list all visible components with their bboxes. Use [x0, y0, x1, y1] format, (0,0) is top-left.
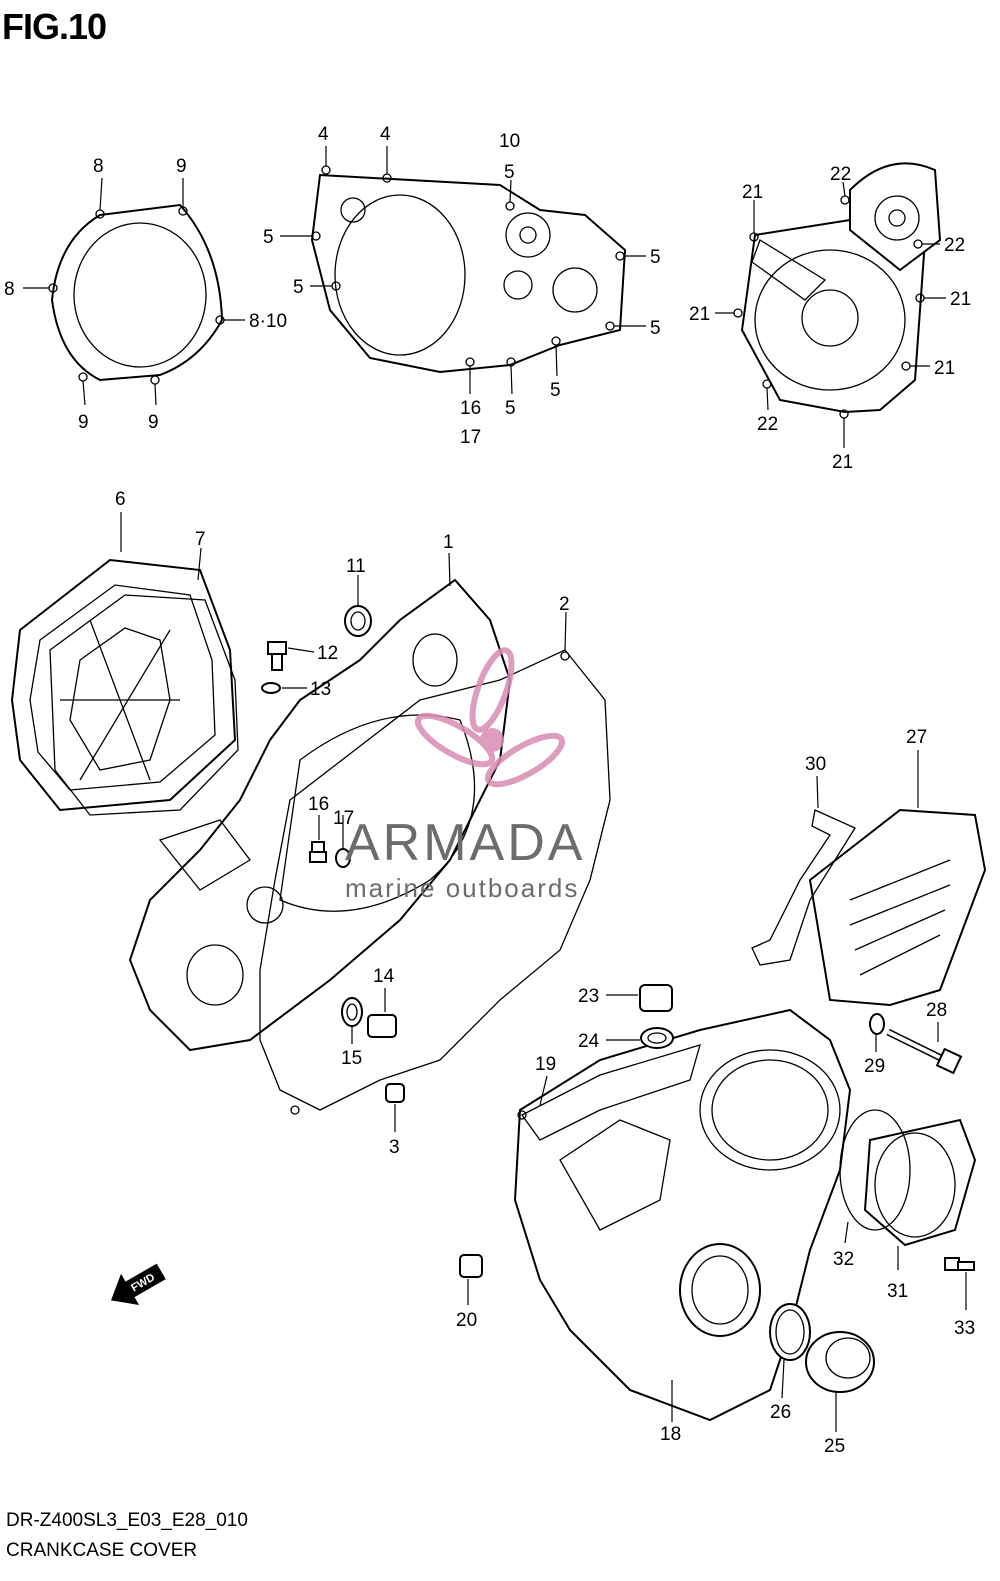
callout-13: 13 [310, 679, 331, 700]
callout-14: 14 [373, 966, 395, 987]
callout-5: 5 [650, 247, 661, 268]
crankcase-gasket-outline-view [310, 165, 627, 374]
bolt-part-28 [886, 1028, 963, 1075]
oil-seal-part-11 [344, 605, 372, 637]
callout-5: 5 [293, 277, 304, 298]
o-ring-part-26 [769, 1303, 811, 1361]
callout-19: 19 [535, 1054, 556, 1075]
washer-part-29 [869, 1013, 885, 1035]
callout-3: 3 [389, 1137, 400, 1158]
callout-7: 7 [195, 529, 206, 550]
callout-5: 5 [505, 398, 516, 419]
clutch-cover-gasket-view [48, 203, 225, 385]
callout-30: 30 [805, 754, 826, 775]
callout-28: 28 [926, 1000, 947, 1021]
callout-21: 21 [934, 358, 955, 379]
callout-8: 8 [4, 279, 15, 300]
callout-17: 17 [333, 808, 354, 829]
callout-22: 22 [944, 235, 965, 256]
cap-part-25 [805, 1331, 875, 1393]
callout-5: 5 [504, 162, 515, 183]
bolt-part-12 [267, 641, 287, 671]
plug-part-14 [367, 1014, 397, 1038]
bolt-part-33 [944, 1257, 975, 1271]
callout-4: 4 [318, 124, 329, 145]
callout-leaders-top-right [715, 181, 946, 448]
callout-11: 11 [346, 556, 366, 577]
callout-21: 21 [832, 452, 853, 473]
watermark-logo [414, 647, 566, 788]
dowel-pin-part-3 [385, 1083, 405, 1103]
watermark-brand: ARMADA [345, 814, 585, 872]
dowel-pin-part-20 [459, 1254, 483, 1278]
gasket-part-32 [839, 1109, 911, 1231]
callout-25: 25 [824, 1436, 845, 1457]
callout-22: 22 [830, 164, 851, 185]
forward-direction-arrow: FWD [111, 1263, 166, 1305]
callout-8: 8 [93, 156, 104, 177]
callout-leaders-top-middle [280, 146, 646, 395]
callout-31: 31 [887, 1281, 908, 1302]
crankcase-cover-gasket-part-2 [259, 649, 611, 1115]
magneto-cover-gasket-part-19 [517, 1044, 701, 1141]
callout-5: 5 [550, 380, 561, 401]
callout-21: 21 [950, 289, 971, 310]
callout-17: 17 [460, 427, 481, 448]
callout-23: 23 [578, 986, 599, 1007]
callout-32: 32 [833, 1249, 854, 1270]
callout-29: 29 [864, 1056, 885, 1077]
callout-18: 18 [660, 1424, 681, 1445]
clutch-cover-part-6 [10, 558, 237, 812]
bracket-part-30 [751, 809, 856, 966]
o-ring-part-24 [640, 1027, 674, 1049]
o-ring-part-15 [341, 997, 363, 1027]
callout-20: 20 [456, 1310, 477, 1331]
callout-16: 16 [308, 794, 329, 815]
crankcase-cover-part-1 [128, 578, 512, 1052]
figure-title: FIG.10 [2, 6, 107, 47]
callout-24: 24 [578, 1031, 600, 1052]
callout-labels: 8 9 8 8·10 9 9 4 4 10 5 5 5 5 5 5 5 16 1… [4, 124, 975, 1457]
callout-leaders-top-left [23, 177, 245, 406]
callout-33: 33 [954, 1318, 975, 1339]
callout-21: 21 [742, 182, 763, 203]
callout-21: 21 [689, 304, 710, 325]
callout-4: 4 [380, 124, 391, 145]
callout-1: 1 [443, 532, 454, 553]
clutch-cover-gasket-part-7 [49, 594, 239, 816]
callout-2: 2 [559, 594, 570, 615]
callout-16: 16 [460, 398, 481, 419]
callout-27: 27 [906, 727, 927, 748]
starter-cover-part-31 [863, 1118, 977, 1247]
callout-6: 6 [115, 489, 126, 510]
bolt-part-16 [309, 841, 327, 863]
magneto-cover-gasket-view [733, 162, 942, 419]
callout-12: 12 [317, 643, 338, 664]
callout-10: 10 [499, 131, 520, 152]
callout-9: 9 [78, 412, 89, 433]
callout-9: 9 [176, 156, 187, 177]
plug-part-23 [639, 984, 673, 1012]
callout-5: 5 [650, 318, 661, 339]
sprocket-cover-part-27 [808, 808, 987, 1007]
callout-9: 9 [148, 412, 159, 433]
callout-22: 22 [757, 414, 778, 435]
washer-part-17 [335, 848, 351, 868]
callout-26: 26 [770, 1402, 791, 1423]
magneto-cover-part-18 [513, 1008, 852, 1422]
callout-15: 15 [341, 1048, 362, 1069]
figure-name-caption: CRANKCASE COVER [6, 1540, 198, 1561]
callout-5: 5 [263, 227, 274, 248]
watermark-tagline: marine outboards [345, 873, 579, 903]
model-code-caption: DR-Z400SL3_E03_E28_010 [6, 1510, 248, 1531]
washer-part-13 [261, 682, 281, 694]
callout-8-10: 8·10 [249, 311, 287, 332]
